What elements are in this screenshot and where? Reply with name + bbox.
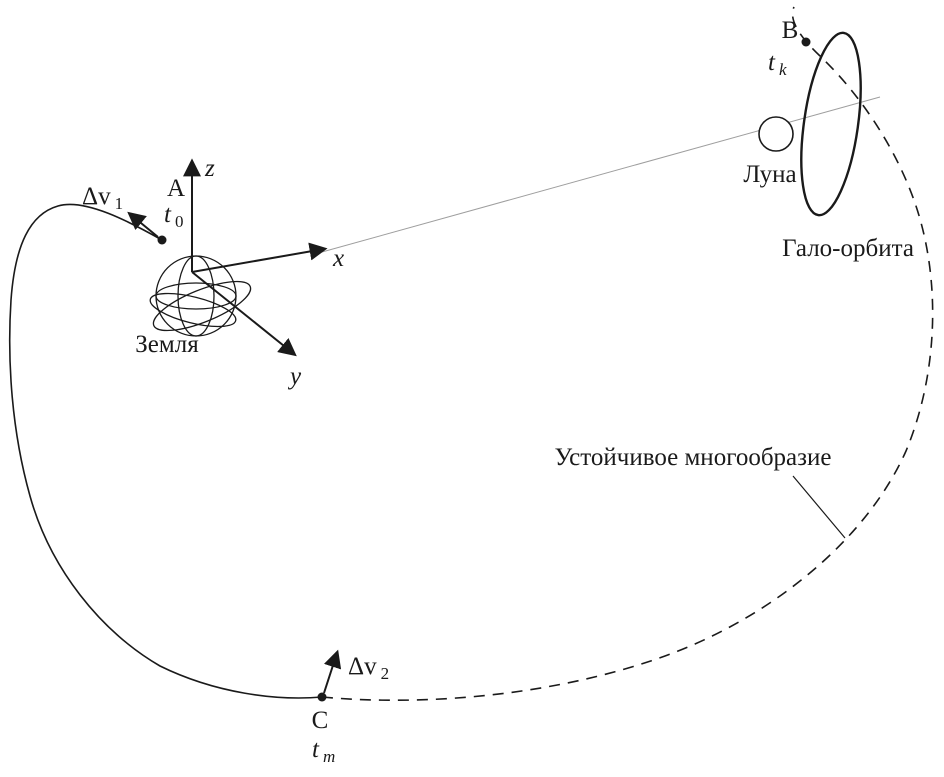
point-c-dot: [317, 692, 327, 702]
tm-base: t: [312, 736, 320, 763]
point-b-label: B: [782, 17, 799, 44]
point-c-label: C: [312, 707, 329, 734]
tm-subscript: m: [323, 747, 335, 766]
stable-manifold-pointer-line: [792, 475, 846, 539]
earth-orbit-ring-2: [149, 292, 237, 328]
dv1-subscript: 1: [115, 194, 124, 213]
t0-label: t 0: [164, 201, 183, 231]
z-axis-label: z: [204, 155, 215, 182]
earth-orbit-ring-1: [152, 280, 252, 332]
tm-label: t m: [312, 736, 335, 766]
earth-label: Земля: [135, 331, 199, 358]
halo-orbit-ellipse: [800, 31, 862, 217]
earth-equator: [155, 282, 237, 310]
earth-globe: [149, 255, 252, 337]
dv1-label: Δv 1: [82, 183, 123, 213]
transfer-trajectory-solid: [8, 203, 323, 699]
tk-base: t: [768, 49, 776, 76]
x-axis: [191, 242, 328, 273]
t0-subscript: 0: [175, 212, 184, 231]
dv1-base: Δv: [82, 183, 111, 210]
stable-manifold-dashed: [321, 6, 934, 702]
dv2-base: Δv: [348, 653, 377, 680]
dv1-arrow: [127, 211, 159, 238]
y-axis: [191, 271, 297, 357]
t0-base: t: [164, 201, 172, 228]
earth-meridian: [177, 255, 215, 337]
point-a-label: A: [167, 175, 185, 202]
dv2-arrow: [323, 649, 342, 694]
coordinate-axes: [183, 158, 328, 357]
moon-label: Луна: [743, 161, 796, 188]
moon-circle: [758, 116, 794, 152]
halo-orbit-label: Гало-орбита: [782, 235, 914, 262]
tk-subscript: k: [779, 60, 787, 79]
y-axis-label: y: [287, 363, 302, 390]
stable-manifold-label: Устойчивое многообразие: [554, 444, 831, 471]
dv2-subscript: 2: [381, 664, 390, 683]
dv2-label: Δv 2: [348, 653, 389, 683]
x-axis-label: x: [332, 245, 344, 272]
tk-label: t k: [768, 49, 787, 79]
